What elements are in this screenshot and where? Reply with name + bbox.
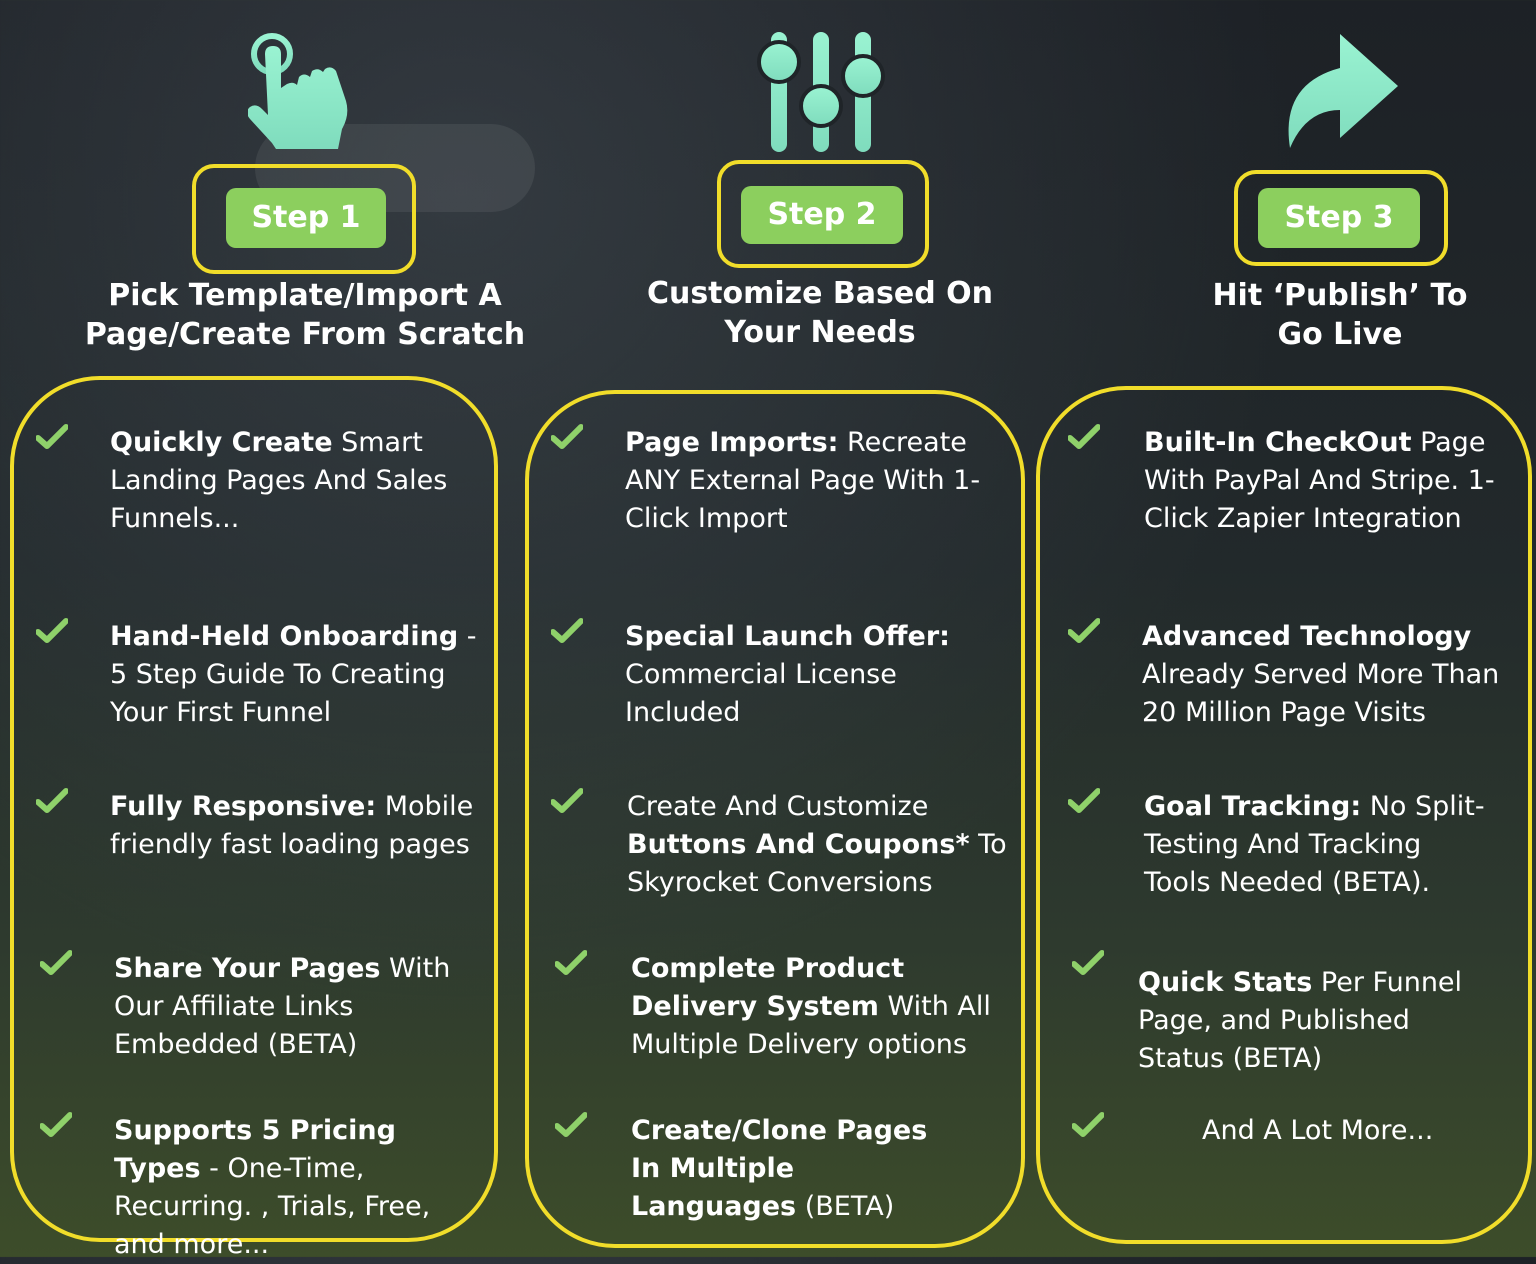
feature-bold: Special Launch Offer: [625, 621, 950, 652]
feature-bold: Fully Responsive: [110, 791, 377, 822]
check-icon [555, 950, 587, 975]
feature-bold: Create/Clone Pages In Multiple Languages [631, 1115, 928, 1222]
step-1-heading-line-2: Page/Create From Scratch [84, 317, 526, 352]
feature-text: Create And Customize [627, 791, 929, 822]
check-icon [1068, 424, 1100, 449]
check-icon [1072, 950, 1104, 975]
check-icon [40, 950, 72, 975]
step-2-frame [717, 160, 929, 268]
feature-bold: Share Your Pages [114, 953, 381, 984]
feature-text: Already Served More Than 20 Million Page… [1142, 659, 1500, 728]
step-3-heading: Hit ‘Publish’ To Go Live [1030, 276, 1536, 354]
step-3-heading-line-1: Hit ‘Publish’ To [1212, 278, 1468, 313]
check-icon [551, 788, 583, 813]
check-icon [551, 618, 583, 643]
step-1-frame [192, 164, 416, 274]
feature-text: To Skyrocket Conversions [627, 829, 1007, 898]
feature-text: With Our Affiliate Links Embedded (BETA) [114, 953, 451, 1060]
feature-text: Smart Landing Pages And Sales Funnels... [110, 427, 448, 534]
share-arrow-icon [1288, 34, 1398, 148]
step-1-column: Step 1 Pick Template/Import A Page/Creat… [0, 0, 525, 1260]
sliders-icon [757, 32, 885, 152]
check-icon [36, 424, 68, 449]
feature-text: Per Funnel Page, and Published Status (B… [1138, 967, 1463, 1074]
step-1-heading-line-1: Pick Template/Import A [108, 278, 502, 313]
step-1-heading: Pick Template/Import A Page/Create From … [40, 276, 570, 354]
step-3-column: Step 3 Hit ‘Publish’ To Go Live Built-In… [1030, 0, 1536, 1257]
feature-text: - 5 Step Guide To Creating Your First Fu… [110, 621, 477, 728]
feature-bold: Quickly Create [110, 427, 333, 458]
step-3-features-frame [1036, 386, 1532, 1244]
step-1-features-frame [10, 376, 498, 1242]
check-icon [36, 618, 68, 643]
step-1-button[interactable]: Step 1 [226, 188, 386, 248]
step-2-features-frame [525, 390, 1025, 1248]
check-icon [555, 1112, 587, 1137]
feature-text: Mobile friendly fast loading pages [110, 791, 474, 860]
feature-bold: Hand-Held Onboarding [110, 621, 459, 652]
feature-text: No Split-Testing And Tracking Tools Need… [1144, 791, 1485, 898]
feature-bold: Goal Tracking: [1144, 791, 1362, 822]
feature-text: Recreate ANY External Page With 1-Click … [625, 427, 981, 534]
feature-text: - One-Time, Recurring. , Trials, Free, a… [114, 1153, 431, 1260]
check-icon [1068, 618, 1100, 643]
feature-bold: Built-In CheckOut [1144, 427, 1412, 458]
step-3-button[interactable]: Step 3 [1258, 188, 1420, 248]
step-3-frame [1234, 170, 1448, 266]
feature-bold: Advanced Technology [1142, 621, 1472, 652]
feature-text: Commercial License Included [625, 659, 897, 728]
feature-bold: Quick Stats [1138, 967, 1313, 998]
step-2-heading-line-2: Your Needs [724, 315, 916, 350]
step-3-heading-line-2: Go Live [1277, 317, 1403, 352]
feature-bold: Buttons And Coupons* [627, 829, 970, 860]
feature-text: With All Multiple Delivery options [631, 991, 991, 1060]
feature-bold: Page Imports: [625, 427, 839, 458]
step-2-button[interactable]: Step 2 [741, 186, 903, 244]
step-2-heading-line-1: Customize Based On [646, 276, 994, 311]
check-icon [551, 424, 583, 449]
check-icon [1072, 1112, 1104, 1137]
tap-hand-icon [248, 33, 348, 149]
feature-text: (BETA) [796, 1191, 895, 1222]
step-2-column: Step 2 Customize Based On Your Needs Pag… [515, 0, 1025, 1257]
feature-text: Page With PayPal And Stripe. 1-Click Zap… [1144, 427, 1495, 534]
step-2-heading: Customize Based On Your Needs [515, 274, 1125, 352]
check-icon [1068, 788, 1100, 813]
feature-text: And A Lot More... [1202, 1115, 1434, 1146]
feature-bold: Complete Product Delivery System [631, 953, 905, 1022]
feature-bold: Supports 5 Pricing Types [114, 1115, 396, 1184]
check-icon [40, 1112, 72, 1137]
check-icon [36, 788, 68, 813]
